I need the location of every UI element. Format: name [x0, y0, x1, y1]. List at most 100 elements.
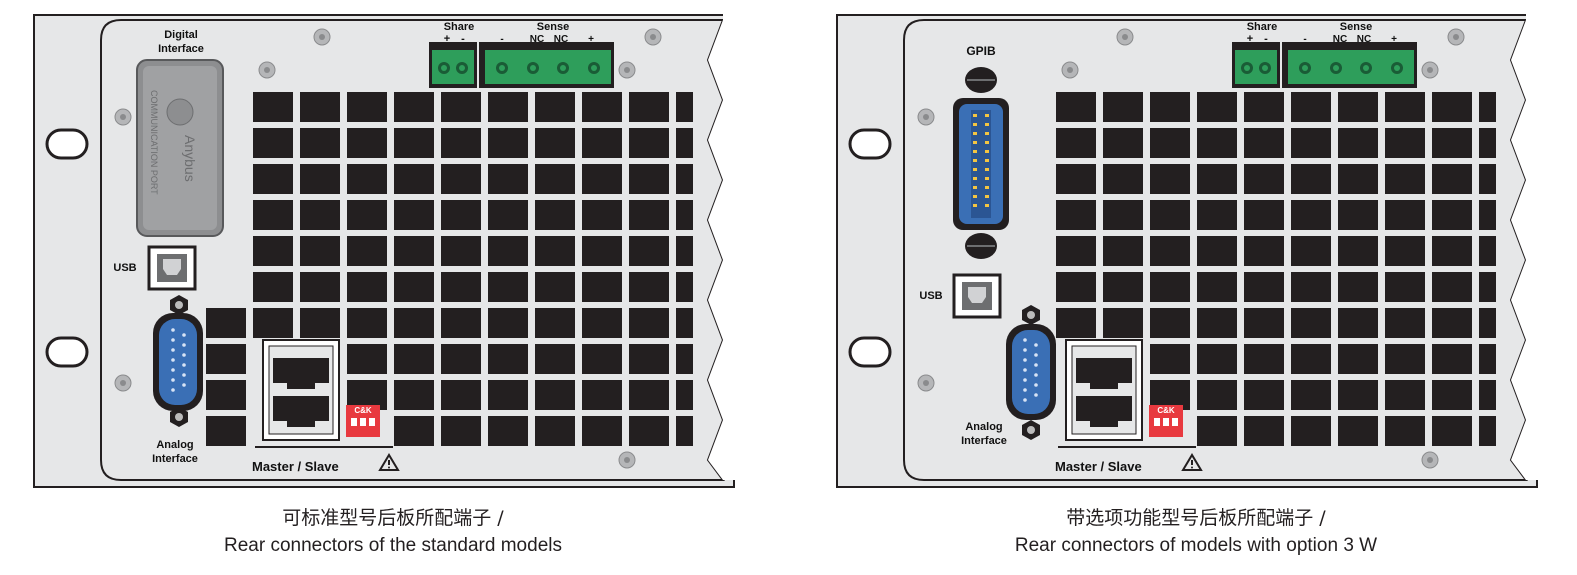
vent-slot — [253, 308, 293, 338]
dip-brand-label: C&K — [1157, 406, 1175, 415]
vent-slot — [676, 272, 693, 302]
rj45-port-2[interactable] — [273, 396, 329, 427]
vent-slot — [1338, 164, 1378, 194]
analog-label-1: Analog — [156, 439, 193, 451]
caption-option3w: 带选项功能型号后板所配端子 / Rear connectors of model… — [836, 505, 1556, 559]
vent-slot — [1197, 236, 1237, 266]
vent-slot — [1385, 164, 1425, 194]
vent-slot — [253, 164, 293, 194]
vent-slot — [488, 344, 528, 374]
vent-slot — [394, 416, 434, 446]
sense-pin-nc1: NC — [530, 34, 544, 45]
vent-slot — [441, 380, 481, 410]
vent-slot — [441, 308, 481, 338]
vent-slot — [1150, 308, 1190, 338]
digital-interface-label-1: Digital — [164, 29, 198, 41]
rear-panel-standard: Digital Interface COMMUNICATION PORT Any… — [33, 0, 753, 488]
vent-slot — [253, 200, 293, 230]
vent-slot — [582, 344, 622, 374]
caption-en: Rear connectors of models with option 3 … — [1014, 535, 1378, 556]
vent-slot — [1056, 236, 1096, 266]
vent-slot — [1432, 344, 1472, 374]
vent-slot — [676, 164, 693, 194]
vent-slot — [441, 272, 481, 302]
usb-label: USB — [113, 262, 136, 274]
digital-interface-label-2: Interface — [158, 43, 204, 55]
vent-slot — [676, 308, 693, 338]
vent-slot — [582, 200, 622, 230]
vent-slot — [347, 308, 387, 338]
vent-slot — [1056, 92, 1096, 122]
vent-slot — [1338, 128, 1378, 158]
panel-standard: Digital Interface COMMUNICATION PORT Any… — [33, 0, 753, 575]
vent-slot — [1432, 128, 1472, 158]
vent-slot — [206, 416, 246, 446]
rj45-port-1[interactable] — [1076, 358, 1132, 389]
vent-slot — [1197, 416, 1237, 446]
vent-slot — [394, 308, 434, 338]
rj45-port-1[interactable] — [273, 358, 329, 389]
rack-hole-icon — [45, 336, 89, 368]
vent-slot — [1291, 200, 1331, 230]
caption-zh: 带选项功能型号后板所配端子 / — [1066, 507, 1326, 529]
vent-slot — [300, 308, 340, 338]
dip-levers — [351, 418, 375, 426]
vent-slot — [1432, 200, 1472, 230]
vent-slot — [1244, 344, 1284, 374]
gpib-pins — [973, 114, 989, 207]
vent-slot — [441, 92, 481, 122]
vent-slot — [582, 416, 622, 446]
vent-slot — [1291, 128, 1331, 158]
vent-slot — [1385, 380, 1425, 410]
vent-slot — [629, 164, 669, 194]
vent-slot — [676, 128, 693, 158]
db-pins — [171, 328, 186, 392]
vent-slot — [300, 164, 340, 194]
sense-pin-minus: - — [1303, 34, 1306, 45]
vent-slot — [488, 92, 528, 122]
jagged-cut — [1511, 0, 1556, 480]
vent-slot — [1479, 272, 1496, 302]
vent-slot — [1291, 380, 1331, 410]
vent-slot — [1150, 344, 1190, 374]
vent-slot — [394, 164, 434, 194]
vent-slot — [676, 416, 693, 446]
vent-slot — [1197, 344, 1237, 374]
vent-slot — [676, 200, 693, 230]
vent-slot — [1291, 272, 1331, 302]
vent-slot — [1385, 416, 1425, 446]
vent-slot — [347, 200, 387, 230]
vent-slot — [1103, 308, 1143, 338]
module-port-text: COMMUNICATION PORT — [149, 90, 159, 195]
share-pin-plus: + — [444, 33, 450, 45]
vent-slot — [582, 164, 622, 194]
vent-slot — [1197, 164, 1237, 194]
vent-slot — [676, 236, 693, 266]
vent-slot — [300, 200, 340, 230]
vent-slot — [629, 200, 669, 230]
vent-slot — [488, 236, 528, 266]
vent-slot — [629, 92, 669, 122]
vent-slot — [582, 272, 622, 302]
vent-slot — [1432, 236, 1472, 266]
vent-slot — [441, 200, 481, 230]
anybus-logo-icon — [166, 98, 194, 126]
vent-slot — [1291, 344, 1331, 374]
dip-brand-label: C&K — [354, 406, 372, 415]
sense-pin-plus: + — [1391, 34, 1397, 45]
vent-slot — [1244, 380, 1284, 410]
vent-slot — [488, 200, 528, 230]
rj45-port-2[interactable] — [1076, 396, 1132, 427]
vent-slot — [1103, 200, 1143, 230]
vent-slot — [206, 344, 246, 374]
vent-slot — [1056, 272, 1096, 302]
vent-slot — [629, 344, 669, 374]
vent-slot — [1244, 200, 1284, 230]
vent-slot — [1338, 200, 1378, 230]
vent-slot — [206, 380, 246, 410]
analog-label-1: Analog — [965, 421, 1002, 433]
vent-slot — [676, 92, 693, 122]
vent-slot — [394, 236, 434, 266]
vent-slot — [582, 236, 622, 266]
vent-slot — [1479, 308, 1496, 338]
